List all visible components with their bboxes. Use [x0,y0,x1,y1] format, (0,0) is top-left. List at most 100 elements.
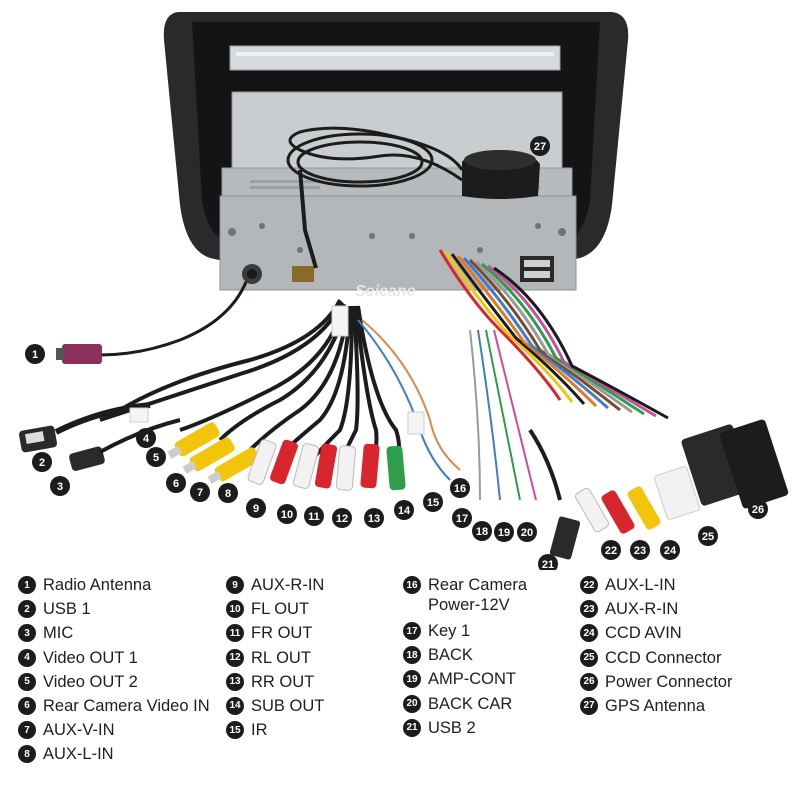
callout-4: 4 [136,428,156,448]
callout-23-label: 23 [634,545,646,557]
legend-number: 21 [403,718,421,737]
callout-7-label: 7 [197,487,203,499]
legend-item: 1 Radio Antenna [18,575,210,599]
legend-label: AUX-R-IN [605,600,679,619]
legend-item: 26 Power Connector [580,672,732,696]
legend-number: 15 [226,721,244,740]
legend-item: 4 Video OUT 1 [18,648,210,672]
rca-plugs [129,305,425,491]
legend-label: AUX-R-IN [251,576,325,594]
legend-label: Video OUT 2 [43,672,138,691]
callout-7: 7 [190,482,210,502]
legend-label: Key 1 [428,622,471,640]
callout-21-label: 21 [542,559,554,570]
legend-number: 4 [18,648,36,667]
legend-number: 11 [226,624,244,643]
legend-label: FL OUT [251,600,310,619]
legend-label: AUX-L-IN [43,745,114,764]
legend-item: 10 FL OUT [226,599,324,623]
legend-label: MIC [43,624,74,643]
callout-5-label: 5 [153,452,159,464]
power-harness [438,249,789,560]
callout-19: 19 [494,522,514,542]
callout-15-label: 15 [427,497,439,509]
mic-cable [69,418,181,471]
legend-number: 14 [226,696,244,715]
legend-number: 16 [403,576,421,594]
callout-16-label: 16 [454,483,466,495]
callout-25-label: 25 [702,531,714,543]
callout-1-label: 1 [32,349,38,361]
callout-27-label: 27 [534,141,546,153]
legend-number: 26 [580,672,598,691]
legend-label: USB 2 [428,718,476,737]
legend-item: 11 FR OUT [226,623,324,647]
callout-16: 16 [450,478,470,498]
callout-22: 22 [601,540,621,560]
callout-18: 18 [472,521,492,541]
legend-label: AUX-V-IN [43,721,115,740]
radio-antenna-cable [56,281,248,364]
legend-label: IR [251,721,268,740]
callout-17-label: 17 [456,513,468,525]
legend-label: RL OUT [251,648,311,667]
legend-item: 5 Video OUT 2 [18,672,210,696]
legend-label: GPS Antenna [605,696,705,715]
callout-23: 23 [630,540,650,560]
legend-number: 5 [18,672,36,691]
callout-8-label: 8 [225,488,231,500]
callout-17: 17 [452,508,472,528]
callout-10-label: 10 [281,509,293,521]
callout-21: 21 [538,554,558,570]
callout-20: 20 [517,522,537,542]
callout-26: 26 [748,499,768,519]
legend-item: 2 USB 1 [18,599,210,623]
legend-label: Power Connector [605,672,733,691]
callout-6: 6 [166,473,186,493]
callout-12: 12 [332,508,352,528]
legend-number: 9 [226,576,244,594]
callout-3: 3 [50,476,70,496]
legend-label: FR OUT [251,624,313,643]
callout-10: 10 [277,504,297,524]
legend-label: Video OUT 1 [43,648,138,667]
callout-badges: 1 2 3 4 5 6 7 8 9 10 11 12 13 14 15 16 1… [25,136,768,570]
legend-number: 2 [18,600,36,619]
callout-24: 24 [660,540,680,560]
callout-26-label: 26 [752,504,764,516]
legend-number: 10 [226,600,244,619]
head-unit-wiring-illustration: Seicane [18,12,789,570]
callout-24-label: 24 [664,545,677,557]
callout-2: 2 [32,452,52,472]
callout-18-label: 18 [476,526,488,538]
legend-number: 27 [580,696,598,715]
callout-11-label: 11 [308,511,320,523]
legend-number: 1 [18,576,36,594]
legend-number: 23 [580,600,598,619]
legend-number: 13 [226,672,244,691]
callout-19-label: 19 [498,527,510,539]
legend-item: 21 USB 2 [403,718,548,742]
legend-label: Rear Camera Video IN [43,696,210,715]
callout-9: 9 [246,498,266,518]
legend-label: USB 1 [43,600,91,619]
legend-item: 9 AUX-R-IN [226,575,324,599]
usb1-cable [18,402,151,453]
legend-label: CCD AVIN [605,624,682,643]
legend-label: Radio Antenna [43,576,152,594]
legend-label: Rear Camera Power-12V [428,576,528,614]
